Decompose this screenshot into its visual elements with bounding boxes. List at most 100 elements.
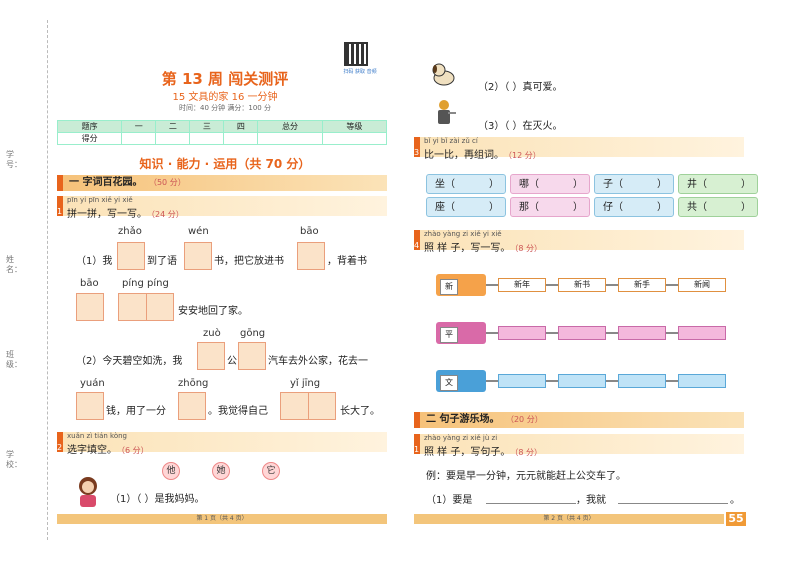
dog-illustration-icon [432, 63, 455, 86]
left-page: 学号： 姓名： 班级： 学校： 扫码 获取 音频 第 13 周 闯关测评 15 … [6, 20, 388, 540]
question-1-text: 拼一拼，写一写。（24 分） [67, 209, 184, 220]
question-5-text: 照 样 子，写句子。（8 分） [424, 447, 542, 458]
train-1-car: 新年 [498, 278, 546, 292]
word-tile[interactable]: 那（） [510, 197, 590, 217]
qr-label: 扫码 获取 音频 [343, 69, 377, 75]
score-header: 一 [121, 120, 157, 133]
answer-box[interactable] [238, 342, 266, 370]
score-cell[interactable] [155, 132, 191, 145]
question-2-num: 2 [57, 443, 63, 452]
section-2-title: 句子游乐场。 [439, 414, 500, 425]
train-3-car[interactable] [498, 374, 546, 388]
example-sentence: 例：要是早一分钟，元元就能赶上公交车了。 [426, 471, 626, 482]
q5-sentence-1a: （1）要是 [426, 495, 473, 506]
word-tile[interactable]: 子（） [594, 174, 674, 194]
binding-margin [32, 20, 48, 540]
q5-sentence-1b: ，我就 [576, 495, 606, 506]
answer-box-double[interactable] [280, 392, 336, 420]
train-2-car[interactable] [558, 326, 606, 340]
section-1-bar: 一 字词百花园。 （50 分） [57, 175, 387, 191]
train-3-loco-char: 文 [440, 375, 458, 391]
question-4-bar: 4 zhào yàng zi xiě yi xiě 照 样 子，写一写。（8 分… [414, 230, 744, 254]
train-link [546, 332, 558, 334]
page-number: 55 [726, 512, 746, 526]
option-ta-she: 她 [212, 462, 230, 480]
band-title: 知识 · 能力 · 运用（共 70 分） [139, 157, 311, 171]
train-1-loco-char: 新 [440, 279, 458, 295]
train-link [486, 380, 498, 382]
word-tile[interactable]: 共（） [678, 197, 758, 217]
word-tile[interactable]: 座（） [426, 197, 506, 217]
train-3-car[interactable] [678, 374, 726, 388]
q1-line1c: 书，把它放进书 [214, 256, 284, 267]
answer-box[interactable] [76, 293, 104, 321]
word-tile[interactable]: 哪（） [510, 174, 590, 194]
score-header: 等级 [321, 120, 388, 133]
train-link [486, 332, 498, 334]
word-tile[interactable]: 坐（） [426, 174, 506, 194]
q2-sentence-2: （2）（ ）真可爱。 [478, 82, 563, 93]
pinyin-bao-2: bāo [80, 278, 99, 289]
answer-line[interactable] [618, 503, 728, 504]
answer-box[interactable] [76, 392, 104, 420]
answer-box[interactable] [117, 242, 145, 270]
page-title: 第 13 周 闯关测评 [161, 70, 289, 88]
q1-line4a: 钱，用了一分 [106, 406, 166, 417]
score-cell[interactable] [321, 132, 388, 145]
pinyin-zhong: zhōng [178, 378, 209, 389]
firefighter-illustration-icon [438, 100, 456, 124]
score-header: 题序 [56, 120, 123, 133]
answer-box[interactable] [184, 242, 212, 270]
train-3-locomotive: 文 [436, 370, 486, 392]
page-subtitle: 15 文具的家 16 一分钟 [172, 92, 278, 103]
train-2-loco-char: 平 [440, 327, 458, 343]
section-1-points: （50 分） [148, 178, 186, 187]
train-link [666, 284, 678, 286]
answer-box[interactable] [197, 342, 225, 370]
question-1-pinyin: pīn yi pīn xiě yi xiě [67, 196, 133, 204]
school-label: 学校： [6, 450, 22, 469]
train-link [606, 284, 618, 286]
answer-box[interactable] [297, 242, 325, 270]
word-tile[interactable]: 仔（） [594, 197, 674, 217]
score-cell[interactable] [223, 132, 259, 145]
pinyin-bao: bāo [300, 226, 319, 237]
train-2-car[interactable] [678, 326, 726, 340]
train-2-car[interactable] [618, 326, 666, 340]
pinyin-zhao: zhǎo [118, 226, 142, 237]
qr-code-icon[interactable] [344, 42, 368, 66]
score-cell[interactable] [257, 132, 323, 145]
train-link [546, 380, 558, 382]
right-page: （2）（ ）真可爱。 （3）（ ）在灭火。 3 bǐ yi bǐ zài zǔ … [400, 0, 800, 566]
section-2-num: 二 [426, 414, 436, 425]
train-2-car[interactable] [498, 326, 546, 340]
train-link [606, 332, 618, 334]
question-5-pinyin: zhào yàng zi xiě jù zi [424, 434, 498, 442]
word-tile[interactable]: 井（） [678, 174, 758, 194]
q1-line2: 安安地回了家。 [178, 306, 248, 317]
section-1-title: 字词百花园。 [82, 177, 143, 188]
train-3-car[interactable] [558, 374, 606, 388]
pinyin-gong: gōng [240, 328, 266, 339]
footer-right: 第 2 页（共 4 页） [414, 514, 724, 524]
q1-line3c: 汽车去外公家，花去一 [268, 356, 368, 367]
question-1-bar: 1 pīn yi pīn xiě yi xiě 拼一拼，写一写。（24 分） [57, 196, 387, 220]
train-1-car: 新书 [558, 278, 606, 292]
student-id-label: 学号： [6, 150, 22, 169]
question-3-bar: 3 bǐ yi bǐ zài zǔ cí 比一比，再组词。（12 分） [414, 137, 744, 161]
answer-box[interactable] [178, 392, 206, 420]
question-3-pinyin: bǐ yi bǐ zài zǔ cí [424, 137, 478, 145]
question-3-text: 比一比，再组词。（12 分） [424, 150, 541, 161]
answer-line[interactable] [486, 503, 576, 504]
score-row-label: 得分 [56, 132, 123, 145]
pinyin-zuo: zuò [203, 328, 221, 339]
q1-line1d: ，背着书 [327, 256, 367, 267]
score-cell[interactable] [121, 132, 157, 145]
option-ta-it: 它 [262, 462, 280, 480]
score-cell[interactable] [189, 132, 225, 145]
answer-box-double[interactable] [118, 293, 174, 321]
pinyin-wen: wén [188, 226, 209, 237]
train-3-car[interactable] [618, 374, 666, 388]
class-label: 班级： [6, 350, 22, 369]
question-2-pinyin: xuǎn zì tián kòng [67, 432, 127, 440]
